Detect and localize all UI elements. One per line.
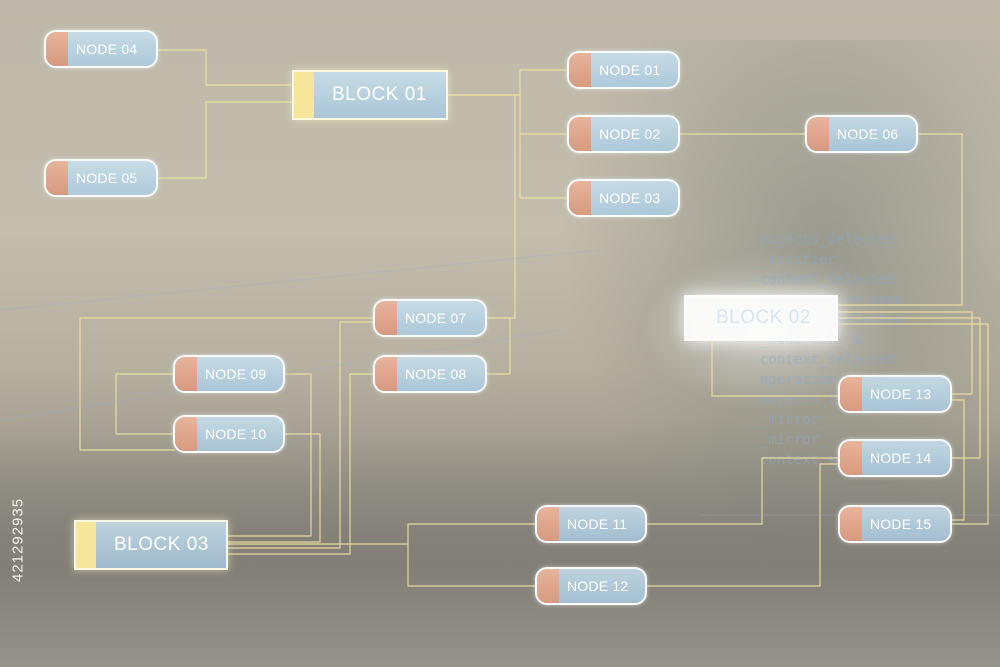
block-tab [294, 72, 314, 118]
node-tab [840, 507, 862, 541]
node-09[interactable]: NODE 09 [173, 355, 285, 393]
code-line: context_selected [760, 272, 895, 288]
node-tab [175, 417, 197, 451]
wire-block02-node14 [838, 317, 981, 459]
node-tab [569, 181, 591, 215]
wire-node07-node09 [79, 317, 373, 451]
node-tab [46, 32, 68, 66]
wire-node10-block03 [228, 433, 321, 543]
node-11[interactable]: NODE 11 [535, 505, 647, 543]
block-01[interactable]: BLOCK 01 [292, 70, 448, 120]
block-03-label: BLOCK 03 [114, 534, 209, 555]
wire-node05-block01 [158, 101, 293, 179]
node-15-label: NODE 15 [870, 516, 932, 532]
node-tab [375, 357, 397, 391]
wire-block03-node12 [407, 544, 535, 587]
node-02-label: NODE 02 [599, 126, 661, 142]
node-04[interactable]: NODE 04 [44, 30, 158, 68]
node-10[interactable]: NODE 10 [173, 415, 285, 453]
wire-node09-bus [115, 373, 175, 435]
wire-block01-node02 [448, 94, 567, 135]
wire-node11-node14 [647, 457, 838, 525]
code-line: operation [760, 372, 836, 388]
node-08-label: NODE 08 [405, 366, 467, 382]
node-14[interactable]: NODE 14 [838, 439, 952, 477]
wire-node09-block03 [228, 373, 312, 537]
node-tab [807, 117, 829, 151]
node-06[interactable]: NODE 06 [805, 115, 918, 153]
block-03[interactable]: BLOCK 03 [74, 520, 228, 570]
wire-node08-block03 [228, 373, 373, 555]
node-01-label: NODE 01 [599, 62, 661, 78]
wire-node07-block03 [228, 321, 373, 549]
code-line: context_selected [760, 352, 895, 368]
node-09-label: NODE 09 [205, 366, 267, 382]
node-11-label: NODE 11 [567, 516, 628, 532]
node-05-label: NODE 05 [76, 170, 138, 186]
wire-block02-node13 [838, 311, 973, 395]
code-line: _mirror_ [760, 432, 828, 448]
node-tab [840, 441, 862, 475]
block-02[interactable]: BLOCK 02 [684, 295, 838, 341]
node-03-label: NODE 03 [599, 190, 661, 206]
node-06-label: NODE 06 [837, 126, 899, 142]
node-04-label: NODE 04 [76, 41, 138, 57]
node-tab [537, 569, 559, 603]
perspective-line [0, 249, 601, 311]
node-13-label: NODE 13 [870, 386, 932, 402]
block-02-label: BLOCK 02 [716, 307, 811, 328]
code-line: _modifier_ [760, 252, 845, 268]
node-07[interactable]: NODE 07 [373, 299, 487, 337]
node-15[interactable]: NODE 15 [838, 505, 952, 543]
wire-trunk-node07 [487, 95, 516, 319]
node-02[interactable]: NODE 02 [567, 115, 680, 153]
node-05[interactable]: NODE 05 [44, 159, 158, 197]
wire-block03-node11 [228, 523, 535, 545]
wire-node12-node14 [647, 463, 838, 587]
node-10-label: NODE 10 [205, 426, 267, 442]
node-14-label: NODE 14 [870, 450, 932, 466]
wire-node04-block01 [158, 49, 293, 86]
block-01-label: BLOCK 01 [332, 84, 427, 105]
wire-block02-down [711, 340, 838, 397]
code-line: _mirror_ [760, 412, 828, 428]
wire-block02-node15 [838, 323, 989, 525]
node-tab [46, 161, 68, 195]
wire-trunk-node08 [487, 318, 511, 375]
node-tab [840, 377, 862, 411]
block-tab [76, 522, 96, 568]
wire-node13-node15 [952, 399, 965, 521]
wire-block01-node01 [448, 69, 567, 96]
node-12[interactable]: NODE 12 [535, 567, 647, 605]
stock-id-watermark: 421292935 [9, 497, 27, 583]
node-03[interactable]: NODE 03 [567, 179, 680, 217]
node-12-label: NODE 12 [567, 578, 629, 594]
node-tab [537, 507, 559, 541]
node-tab [569, 117, 591, 151]
wire-block01-node03 [519, 134, 567, 199]
node-07-label: NODE 07 [405, 310, 467, 326]
wire-node06-block02 [838, 133, 963, 306]
node-tab [175, 357, 197, 391]
node-01[interactable]: NODE 01 [567, 51, 680, 89]
node-tab [569, 53, 591, 87]
node-13[interactable]: NODE 13 [838, 375, 952, 413]
node-08[interactable]: NODE 08 [373, 355, 487, 393]
node-tab [375, 301, 397, 335]
code-line: objects_selected [760, 232, 895, 248]
